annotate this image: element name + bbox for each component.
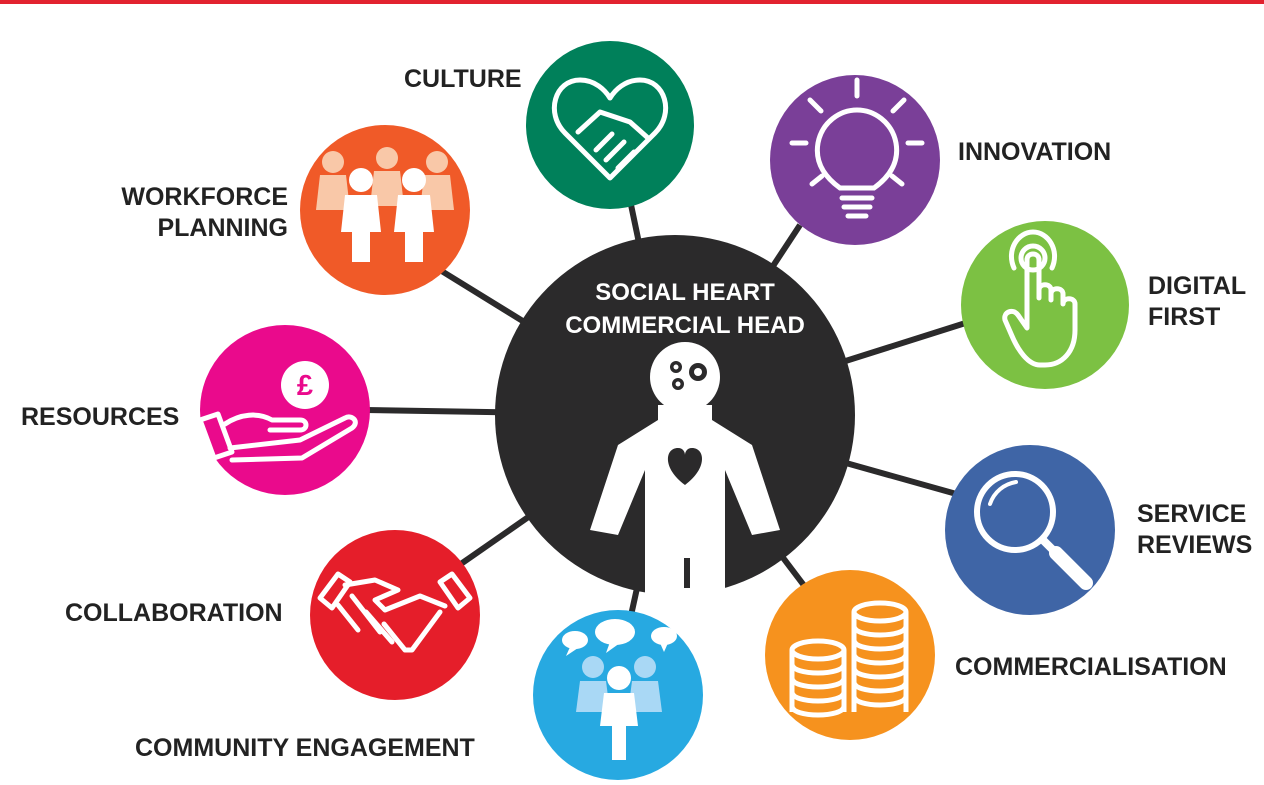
svg-text:£: £ <box>297 370 313 402</box>
label-digital-first-line2: FIRST <box>1148 303 1221 331</box>
label-culture: CULTURE <box>404 65 522 93</box>
lightbulb-icon <box>789 77 925 219</box>
people-group-icon <box>316 147 454 262</box>
label-workforce-planning: WORKFORCE PLANNING <box>110 182 288 244</box>
label-service-reviews-line2: REVIEWS <box>1137 531 1253 559</box>
node-innovation <box>770 75 940 245</box>
hand-pound-coin-icon: £ <box>197 361 358 463</box>
label-resources: RESOURCES <box>21 403 180 431</box>
node-digital-first <box>961 221 1129 389</box>
label-collaboration: COLLABORATION <box>65 599 283 627</box>
center-title-line2: COMMERCIAL HEAD <box>565 312 805 339</box>
coin-stacks-icon <box>789 600 909 718</box>
node-service-reviews <box>945 445 1115 615</box>
node-workforce-planning <box>300 125 470 295</box>
center-title-line1: SOCIAL HEART <box>595 279 775 306</box>
node-community-engagement <box>533 610 703 780</box>
label-workforce-planning-line1: WORKFORCE <box>121 183 288 211</box>
people-speech-bubbles-icon <box>562 619 677 760</box>
node-resources: £ <box>197 325 370 495</box>
magnifying-glass-icon <box>974 471 1093 590</box>
center-hub <box>495 235 855 595</box>
label-innovation: INNOVATION <box>958 138 1112 166</box>
label-digital-first: DIGITAL FIRST <box>1148 271 1246 333</box>
handshake-icon <box>317 571 473 653</box>
top-accent-bar <box>0 0 1264 4</box>
label-commercialisation: COMMERCIALISATION <box>955 653 1227 681</box>
node-culture <box>526 41 694 209</box>
center-title: SOCIAL HEART COMMERCIAL HEAD <box>520 276 850 342</box>
touch-finger-icon <box>1002 229 1078 368</box>
heart-handshake-icon <box>551 77 669 181</box>
node-collaboration <box>310 530 480 700</box>
label-workforce-planning-line2: PLANNING <box>157 214 288 242</box>
label-digital-first-line1: DIGITAL <box>1148 272 1247 300</box>
label-community-engagement: COMMUNITY ENGAGEMENT <box>135 734 475 762</box>
person-heart-gears-icon <box>590 342 780 595</box>
label-service-reviews-line1: SERVICE <box>1137 500 1247 528</box>
label-service-reviews: SERVICE REVIEWS <box>1137 499 1252 561</box>
node-commercialisation <box>765 570 935 740</box>
